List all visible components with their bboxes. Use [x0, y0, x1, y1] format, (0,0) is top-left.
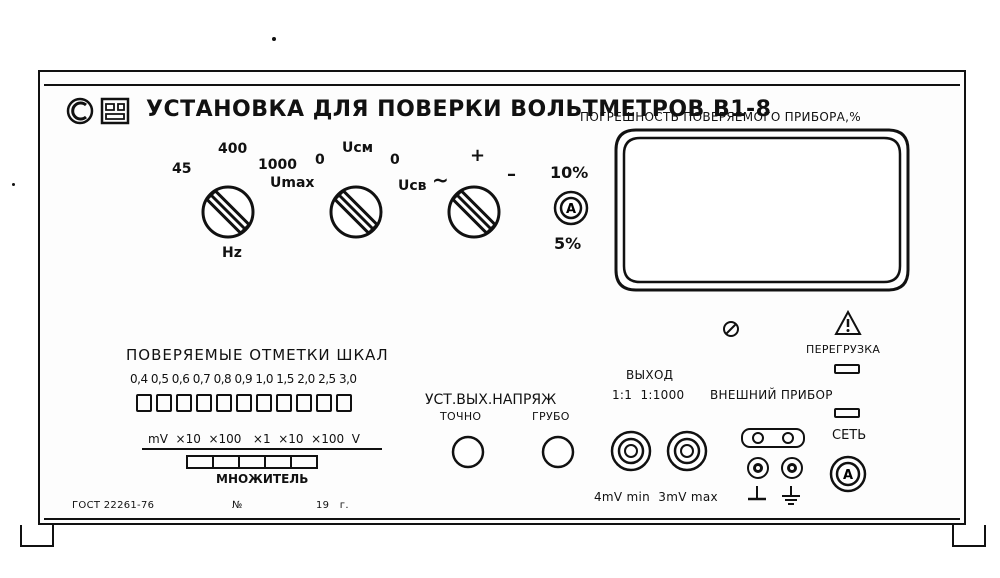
scale-indicator: [156, 394, 172, 412]
output-ratio-label: 1:1 1:1000: [612, 388, 685, 402]
multiplier-divider: [142, 448, 382, 450]
gost-label: ГОСТ 22261-76: [72, 500, 155, 511]
ground-terminal-2[interactable]: [780, 456, 804, 484]
scale-indicator: [216, 394, 232, 412]
overload-lamp: [834, 364, 860, 374]
scale-indicator: [256, 394, 272, 412]
scale-indicator-row: [136, 394, 352, 412]
left-foot: [20, 525, 54, 547]
type-label-plus: +: [470, 145, 486, 166]
mode-label-zero-left: 0: [315, 152, 325, 168]
output-title: ВЫХОД: [626, 368, 674, 382]
coarse-adjust-label: ГРУБО: [532, 410, 570, 423]
scale-indicator: [236, 394, 252, 412]
svg-text:A: A: [843, 468, 853, 483]
multiplier-indicator: [186, 455, 214, 469]
coarse-adjust-knob[interactable]: [538, 432, 578, 476]
scale-indicator: [176, 394, 192, 412]
output-jack-1-1[interactable]: [608, 428, 654, 478]
svg-text:A: A: [566, 202, 576, 217]
error-label: ПОГРЕШНОСТЬ ПОВЕРЯЕМОГО ПРИБОРА,%: [580, 110, 861, 124]
fine-adjust-knob[interactable]: [448, 432, 488, 476]
scale-indicator: [336, 394, 352, 412]
multiplier-indicator: [290, 455, 318, 469]
speck: [272, 37, 276, 41]
signal-type-knob[interactable]: [444, 182, 504, 242]
warning-triangle-icon: [834, 309, 862, 340]
mode-label-umax: Umax: [270, 175, 315, 191]
output-range-label: 4mV min 3mV max: [594, 490, 718, 504]
chassis-ground-icon: [746, 486, 768, 508]
mode-label-zero-right: 0: [390, 152, 400, 168]
serial-number-label: №: [232, 500, 243, 511]
zero-adjust-screw[interactable]: [722, 320, 740, 342]
scale-indicator: [316, 394, 332, 412]
right-foot: [952, 525, 986, 547]
type-label-minus: –: [507, 164, 516, 185]
multiplier-indicators: [186, 455, 318, 469]
scale-title: ПОВЕРЯЕМЫЕ ОТМЕТКИ ШКАЛ: [126, 346, 389, 364]
ground-terminal-1[interactable]: [746, 456, 770, 484]
power-lamp: [834, 408, 860, 418]
bottom-rail: [44, 518, 960, 520]
top-rail: [44, 84, 960, 86]
overload-label: ПЕРЕГРУЗКА: [806, 343, 881, 356]
device-title: УСТАНОВКА ДЛЯ ПОВЕРКИ ВОЛЬТМЕТРОВ В1-8: [146, 97, 772, 122]
external-device-label: ВНЕШНИЙ ПРИБОР: [710, 388, 833, 402]
freq-label-400: 400: [218, 141, 248, 157]
multiplier-indicator: [212, 455, 240, 469]
frequency-knob[interactable]: [198, 182, 258, 242]
range-label-10: 10%: [550, 163, 589, 182]
brand-logo-icon: [66, 96, 136, 130]
power-button[interactable]: A: [828, 454, 868, 494]
freq-label-45: 45: [172, 161, 192, 177]
freq-label-1000: 1000: [258, 157, 297, 173]
year-label: 19 г.: [316, 500, 349, 511]
scale-indicator: [136, 394, 152, 412]
scale-indicator: [296, 394, 312, 412]
multiplier-label: МНОЖИТЕЛЬ: [216, 472, 309, 486]
output-jack-1-1000[interactable]: [664, 428, 710, 478]
scale-indicator: [196, 394, 212, 412]
freq-unit-label: Hz: [222, 245, 242, 261]
speck: [12, 183, 15, 186]
mode-label-ucb: Uсв: [398, 178, 427, 194]
meter-window: [612, 126, 912, 298]
accuracy-range-button[interactable]: A: [553, 190, 589, 226]
type-label-ac: ~: [432, 168, 449, 192]
range-label-5: 5%: [554, 234, 582, 253]
multiplier-indicator: [238, 455, 266, 469]
multiplier-indicator: [264, 455, 292, 469]
power-label: СЕТЬ: [832, 428, 867, 443]
output-adjust-title: УСТ.ВЫХ.НАПРЯЖ: [425, 392, 557, 408]
fine-adjust-label: ТОЧНО: [440, 410, 482, 423]
scale-marks: 0,4 0,5 0,6 0,7 0,8 0,9 1,0 1,5 2,0 2,5 …: [130, 372, 357, 386]
multiplier-row: mV ×10 ×100 ×1 ×10 ×100 V: [148, 432, 360, 446]
mode-knob[interactable]: [326, 182, 386, 242]
scale-indicator: [276, 394, 292, 412]
earth-ground-icon: [780, 486, 802, 510]
external-device-connector[interactable]: [740, 426, 806, 454]
mode-label-ucm: Uсм: [342, 140, 374, 156]
